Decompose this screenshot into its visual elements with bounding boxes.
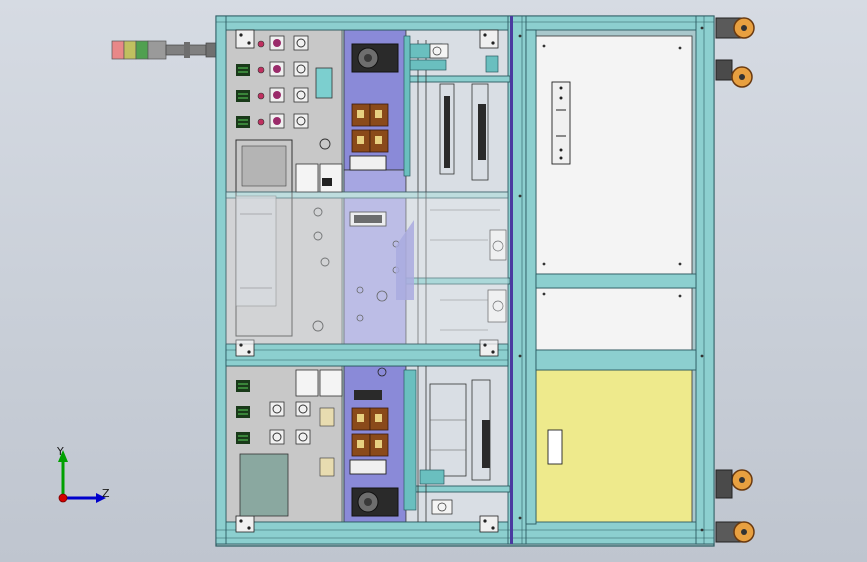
center-post-highlight (510, 16, 513, 544)
motor-upper-icon (351, 43, 399, 73)
indicator-lamps-upper (257, 40, 265, 126)
terminal-blocks-upper (236, 64, 250, 128)
black-rail-blocks (444, 96, 490, 468)
door-handle-icon (547, 429, 563, 465)
hmi-display (315, 67, 333, 99)
push-buttons-lower (269, 401, 311, 445)
mechanism-area-lower (405, 365, 511, 523)
x-axis-point-icon (58, 493, 68, 503)
caster-wheel-top-icon (715, 17, 755, 88)
relay-module (295, 163, 319, 193)
push-buttons-upper (269, 35, 309, 129)
door-screws (542, 44, 682, 298)
cabinet-door-middle (535, 287, 693, 351)
bracket-bolts (239, 33, 495, 530)
caster-wheel-bottom-icon (715, 469, 755, 543)
fittings-upper (312, 138, 331, 332)
enclosure-window (239, 453, 289, 517)
triad-y-label: Y (56, 445, 64, 458)
frame-fasteners (518, 26, 704, 532)
terminal-blocks-lower (236, 380, 250, 444)
motor-lower-icon (351, 487, 399, 517)
mechanism-panel-middle (343, 169, 407, 345)
door-hinge-icon (551, 81, 571, 165)
triad-z-label: Z (102, 487, 110, 500)
signal-tower-icon (111, 40, 217, 60)
acrylic-cover (225, 191, 509, 345)
coordinate-triad[interactable]: Y Z (56, 445, 110, 503)
cyan-brackets (403, 35, 499, 511)
